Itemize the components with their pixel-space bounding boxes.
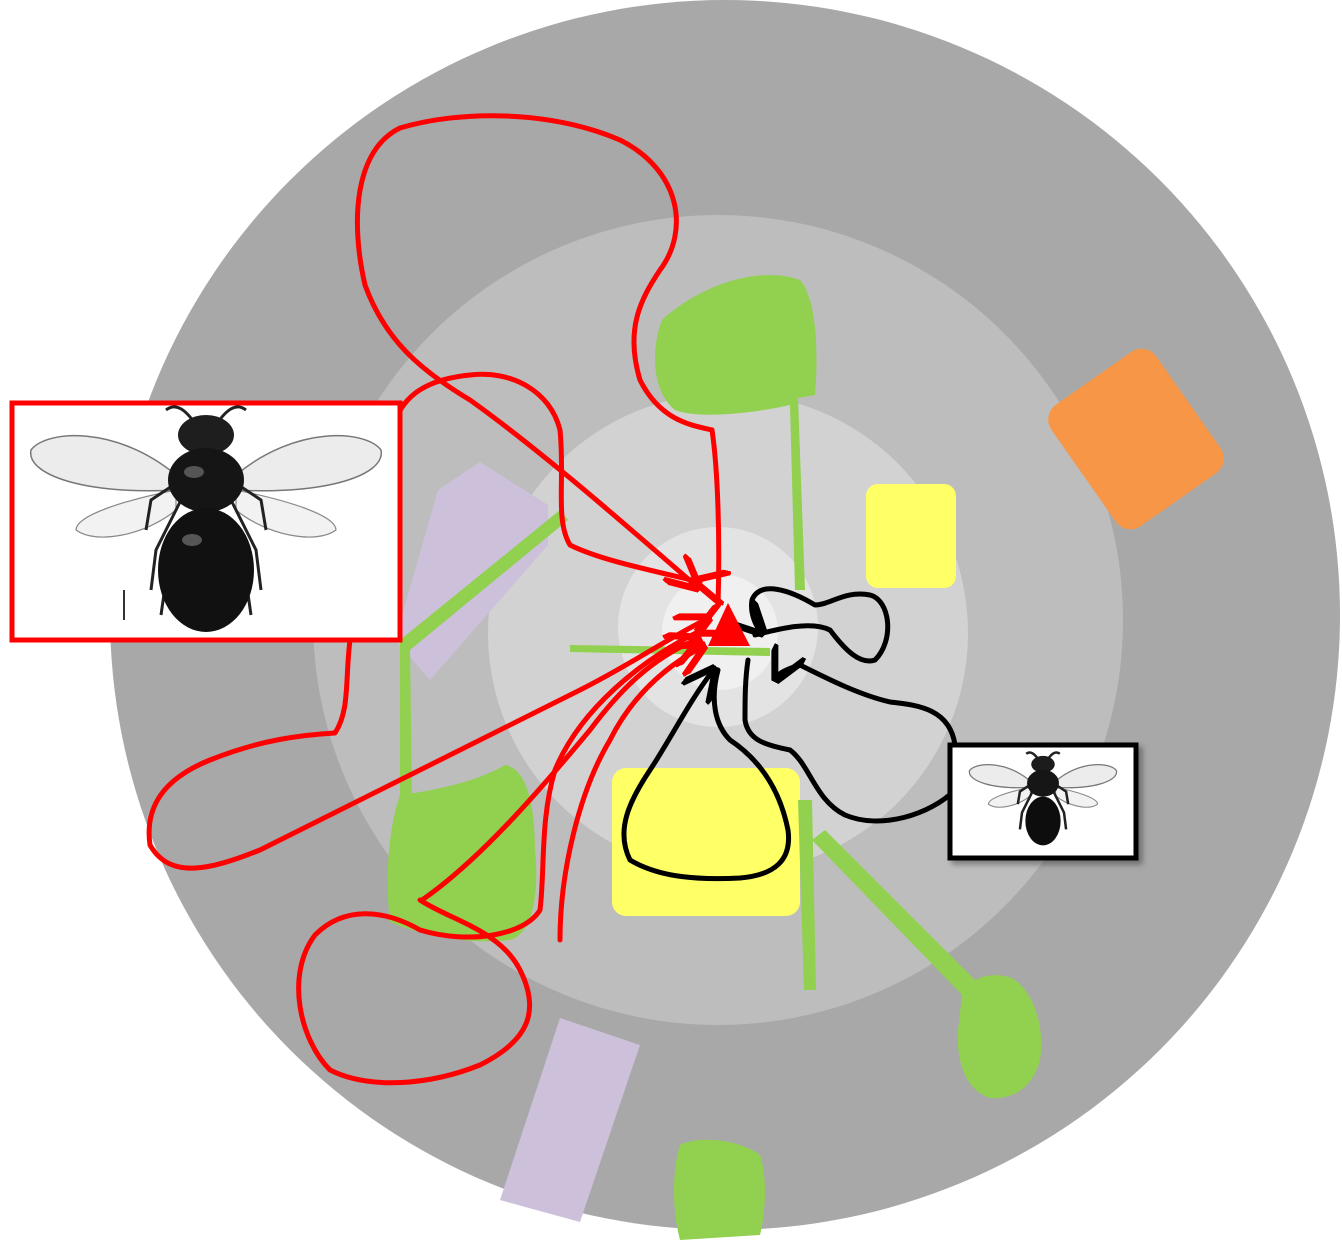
- green-patch-bottom: [674, 1140, 765, 1240]
- yellow-patch-small: [866, 484, 956, 588]
- small-bee-panel: [950, 745, 1136, 858]
- large-bee-panel: [12, 403, 400, 640]
